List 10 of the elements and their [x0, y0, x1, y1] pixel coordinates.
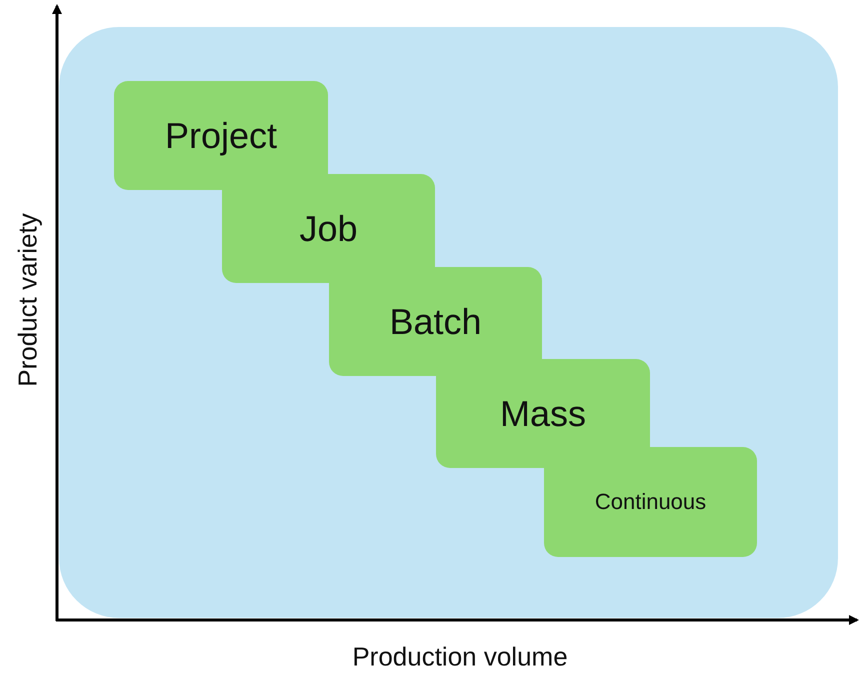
category-label: Batch [389, 300, 482, 342]
category-label: Project [164, 114, 278, 156]
category-box [114, 81, 328, 190]
background-panel [59, 27, 838, 618]
category-label: Job [299, 208, 358, 250]
category-label: Mass [500, 392, 586, 434]
x-axis-label: Production volume [352, 642, 568, 672]
y-axis-label: Product variety [12, 213, 44, 387]
category-label: Continuous [594, 489, 706, 515]
category-box [544, 447, 757, 557]
